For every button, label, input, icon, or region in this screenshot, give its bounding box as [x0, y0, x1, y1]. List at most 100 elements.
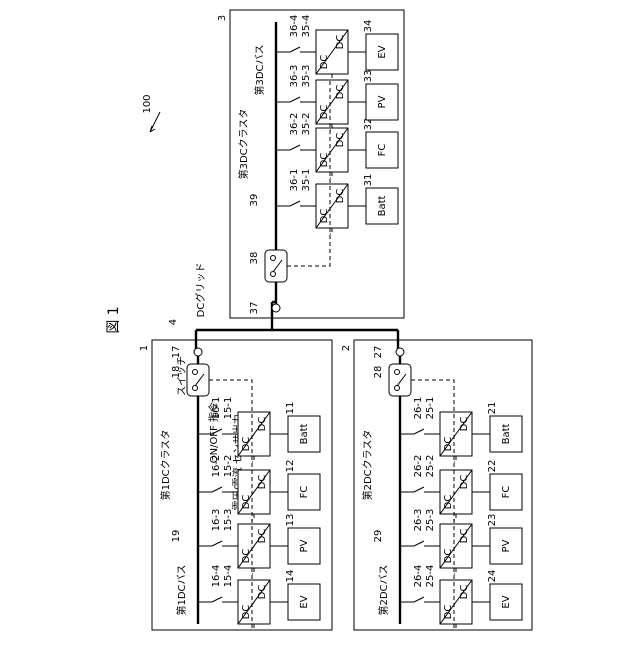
bus-label: 第1DCバス: [175, 564, 188, 615]
device-label: EV: [299, 595, 310, 608]
device-ref: 12: [285, 460, 296, 473]
switch-contact: [193, 386, 198, 391]
device-label: EV: [377, 45, 388, 58]
switch-ref: 28: [373, 366, 384, 379]
device-ref: 11: [285, 402, 296, 415]
breaker-blade: [290, 201, 300, 206]
converter-in-label: DC: [241, 549, 252, 564]
unit-batt: DCDCBatt2126-125-1: [400, 397, 522, 462]
switch-label: スイッチ: [176, 356, 188, 396]
converter-ref: 25-1: [425, 397, 436, 420]
system-ref-leader: [150, 112, 160, 132]
switch-contact: [271, 256, 276, 261]
converter-out-label: DC: [459, 417, 470, 432]
converter-out-label: DC: [257, 417, 268, 432]
device-ref: 31: [363, 174, 374, 187]
grid-ref: 4: [168, 319, 179, 325]
converter-in-label: DC: [319, 105, 330, 120]
converter-out-label: DC: [335, 189, 346, 204]
cluster-ref: 1: [139, 345, 150, 351]
converter-out-label: DC: [257, 529, 268, 544]
converter-ref: 15-3: [223, 509, 234, 532]
breaker-blade: [414, 429, 424, 434]
breaker-blade: [212, 541, 222, 546]
node-ref: 27: [373, 346, 384, 359]
switch: [265, 250, 287, 282]
clusters: 1171819第1DCクラスタ第1DCバススイッチON/OFF 指令電圧/電流 …: [139, 10, 532, 630]
device-label: EV: [501, 595, 512, 608]
converter-ref: 25-3: [425, 509, 436, 532]
breaker-ref: 26-2: [413, 455, 424, 478]
device-label: FC: [299, 486, 310, 499]
converter-ref: 35-1: [301, 169, 312, 192]
breaker-ref: 36-2: [289, 113, 300, 136]
switch-ref: 38: [249, 252, 260, 265]
breaker-ref: 36-3: [289, 65, 300, 88]
breaker-ref: 16-1: [211, 397, 222, 420]
device-label: PV: [501, 539, 512, 552]
breaker-ref: 26-1: [413, 397, 424, 420]
device-label: PV: [299, 539, 310, 552]
switch-contact: [271, 272, 276, 277]
device-ref: 33: [363, 70, 374, 83]
bus-node: [194, 348, 202, 356]
converter-out-label: DC: [335, 85, 346, 100]
device-label: FC: [501, 486, 512, 499]
device-label: PV: [377, 95, 388, 108]
unit-ev: DCDCEV1416-415-4: [198, 565, 320, 630]
converter-ref: 25-4: [425, 565, 436, 588]
figure-title: 図 1: [106, 306, 122, 333]
converter-ref: 15-4: [223, 565, 234, 588]
converter-in-label: DC: [443, 605, 454, 620]
switch: [389, 364, 411, 396]
breaker-blade: [414, 597, 424, 602]
breaker-ref: 36-4: [289, 15, 300, 38]
breaker-blade: [414, 541, 424, 546]
device-ref: 22: [487, 460, 498, 473]
converter-out-label: DC: [257, 585, 268, 600]
cluster-c3: 3373839第3DCクラスタ第3DCバスDCDCBatt3136-135-1D…: [217, 10, 404, 318]
node-ref: 37: [249, 302, 260, 315]
unit-pv: DC DC PV13 16-315-3: [198, 509, 320, 574]
converter-ref: 15-2: [223, 455, 234, 478]
device-ref: 34: [363, 20, 374, 33]
converter-in-label: DC: [319, 209, 330, 224]
switch: [187, 364, 209, 396]
breaker-blade: [212, 487, 222, 492]
breaker-blade: [290, 47, 300, 52]
converter-in-label: DC: [319, 153, 330, 168]
breaker-blade: [290, 145, 300, 150]
converter-in-label: DC: [241, 437, 252, 452]
bus-node: [396, 348, 404, 356]
bus-label: 第2DCバス: [377, 564, 390, 615]
unit-batt: DCDCBatt3136-135-1: [276, 169, 398, 234]
cluster-c2: 2272829第2DCクラスタ第2DCバスDCDCBatt2126-125-1D…: [341, 340, 532, 630]
converter-in-label: DC: [241, 605, 252, 620]
device-ref: 24: [487, 570, 498, 583]
converter-out-label: DC: [459, 475, 470, 490]
device-label: Batt: [501, 424, 512, 445]
bus-ref: 39: [249, 194, 260, 207]
breaker-ref: 26-3: [413, 509, 424, 532]
cluster-name: 第1DCクラスタ: [159, 430, 172, 501]
breaker-blade: [414, 487, 424, 492]
device-ref: 13: [285, 514, 296, 527]
cluster-name: 第2DCクラスタ: [361, 430, 374, 501]
bus-ref: 19: [171, 530, 182, 543]
converter-ref: 15-1: [223, 397, 234, 420]
device-label: Batt: [299, 424, 310, 445]
converter-ref: 35-2: [301, 113, 312, 136]
cluster-name: 第3DCクラスタ: [237, 109, 250, 180]
bus-ref: 29: [373, 530, 384, 543]
converter-in-label: DC: [241, 495, 252, 510]
converter-in-label: DC: [319, 55, 330, 70]
breaker-ref: 16-3: [211, 509, 222, 532]
converter-in-label: DC: [443, 549, 454, 564]
converter-ref: 35-4: [301, 15, 312, 38]
breaker-blade: [290, 97, 300, 102]
switch-contact: [193, 370, 198, 375]
cluster-ref: 2: [341, 345, 352, 351]
converter-out-label: DC: [335, 133, 346, 148]
